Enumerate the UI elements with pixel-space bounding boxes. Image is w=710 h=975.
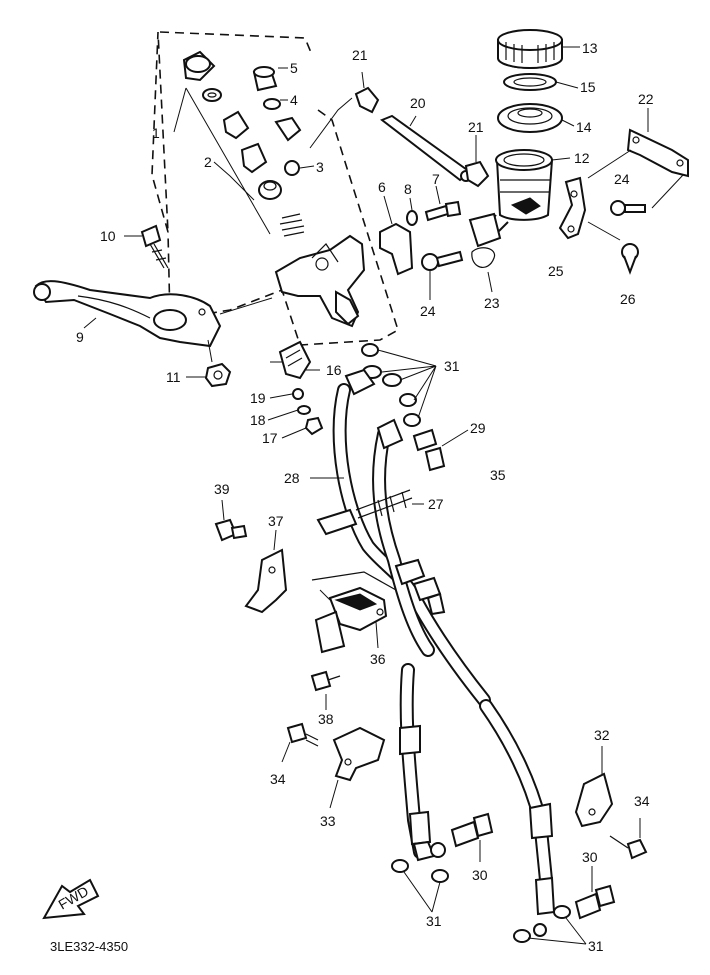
callout-21-lower: 21 <box>468 119 484 135</box>
callout-5: 5 <box>290 60 298 76</box>
callout-10: 10 <box>100 228 116 244</box>
reservoir-tank <box>480 149 554 240</box>
callout-3: 3 <box>316 159 324 175</box>
screw-26 <box>621 243 639 275</box>
reservoir-cap <box>497 29 563 69</box>
callout-29: 29 <box>470 420 486 436</box>
union-bolt-30-right <box>574 884 616 920</box>
callout-30-right: 30 <box>582 849 598 865</box>
hose-holder-32 <box>574 772 614 828</box>
bolt-34-left <box>286 722 319 747</box>
union-bolt-29 <box>412 428 446 472</box>
callout-34-right: 34 <box>634 793 650 809</box>
dust-boot <box>182 50 216 82</box>
return-spring <box>279 213 305 237</box>
callout-1: 1 <box>152 125 160 141</box>
cap-5 <box>252 66 278 92</box>
hose-clip-21-upper <box>354 86 380 114</box>
nipple-and-ring-3 <box>274 116 302 176</box>
piston-cup-2 <box>240 142 268 174</box>
master-cylinder-body <box>274 234 366 328</box>
bolt-24-upper <box>610 200 646 216</box>
callout-16: 16 <box>326 362 342 378</box>
nut-11 <box>204 362 232 388</box>
callout-38: 38 <box>318 711 334 727</box>
callout-12: 12 <box>574 150 590 166</box>
screw-19 <box>292 388 304 400</box>
callout-17: 17 <box>262 430 278 446</box>
hose-holder-23 <box>468 212 502 268</box>
bolt-38 <box>310 670 341 692</box>
callout-39: 39 <box>214 481 230 497</box>
callout-13: 13 <box>582 40 598 56</box>
callout-22: 22 <box>638 91 654 107</box>
brake-pipe-27 <box>316 489 413 536</box>
brake-lever <box>33 280 222 348</box>
washer-8 <box>406 210 418 226</box>
reservoir-hose <box>379 114 472 182</box>
callout-33: 33 <box>320 813 336 829</box>
callout-19: 19 <box>250 390 266 406</box>
brake-switch-16 <box>278 340 312 380</box>
callout-6: 6 <box>378 179 386 195</box>
callout-25: 25 <box>548 263 564 279</box>
washer-4 <box>263 98 281 110</box>
holder-6 <box>379 222 414 276</box>
lower-brake-hoses <box>399 663 556 937</box>
reservoir-bracket <box>626 128 689 178</box>
callout-28: 28 <box>284 470 300 486</box>
callout-11: 11 <box>166 369 181 385</box>
hose-holder-33 <box>332 726 386 782</box>
screw-24-lower <box>421 250 464 271</box>
gaskets-31-lower-right <box>513 905 571 943</box>
reservoir-plate <box>503 73 557 91</box>
callout-36: 36 <box>370 651 386 667</box>
callout-4: 4 <box>290 92 298 108</box>
callout-32: 32 <box>594 727 610 743</box>
gaskets-31-lower-left <box>391 859 449 883</box>
callout-31-upper: 31 <box>444 358 460 374</box>
callout-24-lower: 24 <box>420 303 436 319</box>
callout-20: 20 <box>410 95 426 111</box>
callout-15: 15 <box>580 79 596 95</box>
piston <box>258 180 282 200</box>
callout-21-upper: 21 <box>352 47 368 63</box>
brake-hose-28 <box>332 368 491 707</box>
callout-37: 37 <box>268 513 284 529</box>
callout-2: 2 <box>204 154 212 170</box>
callout-8: 8 <box>404 181 412 197</box>
hose-holder-36 <box>314 586 388 654</box>
pivot-bolt-10 <box>140 224 169 269</box>
callout-26: 26 <box>620 291 636 307</box>
hose-clip-21-lower <box>464 160 490 188</box>
callout-14: 14 <box>576 119 592 135</box>
callout-30-left: 30 <box>472 867 488 883</box>
washer-18 <box>297 405 311 415</box>
callout-23: 23 <box>484 295 500 311</box>
nut-17 <box>304 416 324 436</box>
callout-34-left: 34 <box>270 771 286 787</box>
hose-guide-37 <box>244 548 288 614</box>
forward-arrow-icon: FWD <box>42 878 100 920</box>
callout-35: 35 <box>490 467 506 483</box>
bolt-39 <box>214 518 248 542</box>
reservoir-diaphragm <box>497 103 563 133</box>
part-code: 3LE332-4350 <box>50 939 128 954</box>
callout-7: 7 <box>432 171 440 187</box>
callout-31-lower-right: 31 <box>588 938 604 954</box>
bolt-7 <box>424 200 462 222</box>
union-bolt-30-left <box>450 812 494 848</box>
reservoir-clamp <box>558 176 587 240</box>
callout-24-upper: 24 <box>614 171 630 187</box>
callout-27: 27 <box>428 496 444 512</box>
callout-18: 18 <box>250 412 266 428</box>
bolt-34-right <box>609 835 648 860</box>
circlip <box>202 88 222 102</box>
piston-cup-1 <box>222 110 250 140</box>
callout-31-lower-left: 31 <box>426 913 442 929</box>
callout-9: 9 <box>76 329 84 345</box>
